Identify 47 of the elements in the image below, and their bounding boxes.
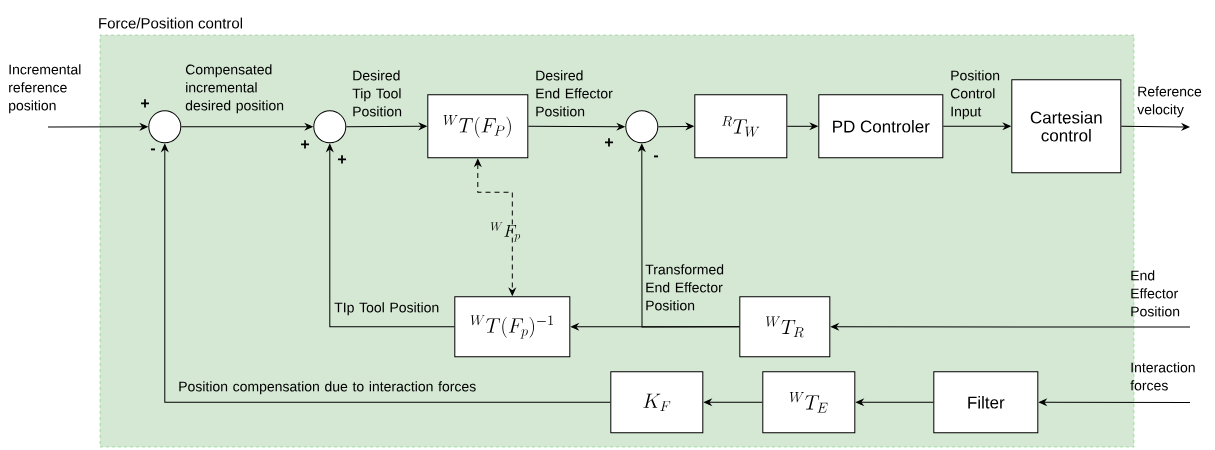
edge-label: $^{W}F_p$	[490, 222, 521, 242]
edge-label: End Effector Position	[1131, 270, 1180, 317]
block-box: $^{W}T(F_p)^{-1}$	[454, 296, 571, 358]
arrow	[161, 144, 611, 403]
edge-label: Position compensation due to interaction forces	[179, 381, 476, 395]
edge-label: Interaction forces	[1130, 362, 1195, 391]
arrow	[942, 123, 1011, 130]
edge-label: Incremental reference position	[9, 64, 81, 114]
arrow	[326, 144, 455, 328]
edge-label: Compensated incremental desired position	[185, 64, 284, 114]
block-box: $K_F$	[610, 371, 704, 434]
arrow	[47, 123, 148, 131]
sign-label: +	[605, 138, 613, 147]
sign-label: +	[141, 99, 149, 108]
edge-label: Desired Tip Tool Position	[352, 70, 402, 117]
arrow	[831, 323, 1191, 331]
edge-label: Reference velocity	[1137, 86, 1202, 118]
summing-junction	[148, 110, 182, 144]
node-label: Force/Position control	[99, 17, 243, 29]
arrow	[638, 144, 740, 328]
sign-label: -	[150, 148, 156, 151]
summing-junction	[625, 110, 659, 144]
sign-label: +	[338, 155, 346, 164]
arrow	[474, 159, 516, 296]
sign-label: -	[653, 155, 659, 158]
arrow	[1120, 123, 1190, 131]
arrow	[856, 399, 934, 406]
block-box: Cartesian control	[1011, 79, 1122, 174]
edge-label: TIp Tool Position	[334, 302, 439, 316]
arrow	[345, 123, 427, 130]
block-box: $^{W}T(F_P)$	[427, 94, 529, 159]
block-box: $^{W}T_E$	[762, 371, 856, 434]
edge-label: Transformed End Effector Position	[645, 264, 724, 311]
sign-label: +	[301, 140, 309, 149]
edge-label: Position Control Input	[950, 70, 1000, 120]
arrow	[786, 123, 818, 130]
arrow	[657, 123, 694, 130]
arrow	[704, 399, 763, 406]
block-box: Filter	[933, 371, 1039, 434]
edge-label: Desired End Effector Position	[536, 70, 613, 117]
summing-junction	[313, 110, 347, 144]
arrow	[1039, 399, 1191, 406]
block-box: $^{W}T_R$	[739, 296, 831, 358]
arrow	[527, 123, 625, 131]
arrow	[180, 123, 313, 131]
block-box: $^{R}T_W$	[694, 94, 788, 159]
block-box: PD Controler	[818, 94, 944, 159]
